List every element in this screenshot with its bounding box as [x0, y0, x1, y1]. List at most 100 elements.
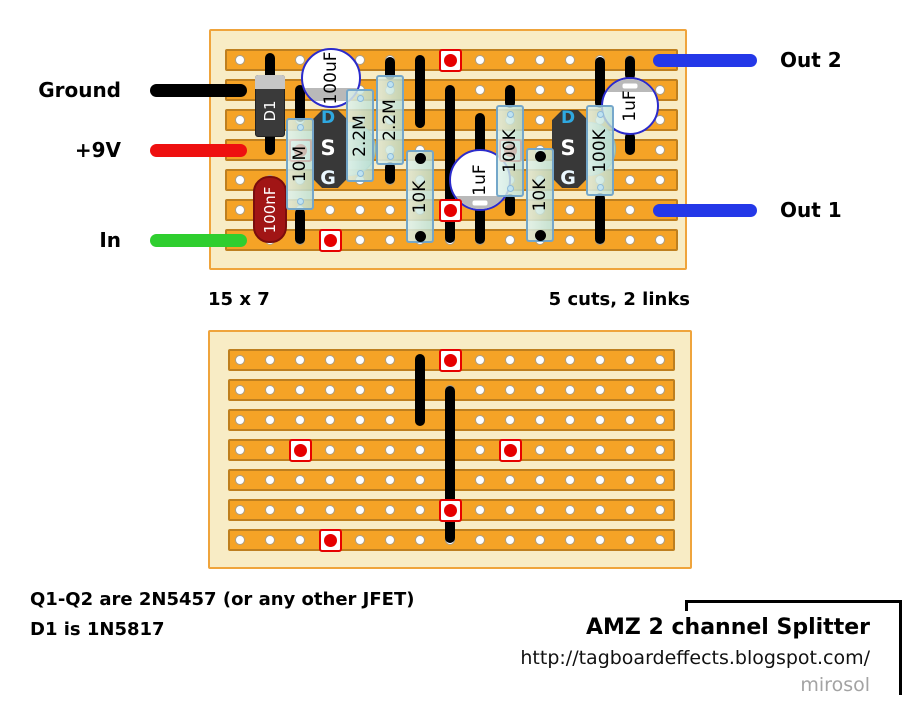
hole [535, 115, 545, 125]
hole [325, 385, 335, 395]
hole [235, 205, 245, 215]
resistor-lead-dot [356, 169, 364, 177]
component-lead-r-100k-a [505, 85, 515, 108]
hole [235, 445, 245, 455]
hole [295, 415, 305, 425]
hole [565, 415, 575, 425]
hole [475, 535, 485, 545]
resistor-label-r-10k-b: 10K [530, 178, 550, 212]
hole [565, 505, 575, 515]
hole [535, 415, 545, 425]
hole [325, 205, 335, 215]
polarity-band [451, 196, 509, 209]
component-lead-r-2m2-b [385, 57, 395, 80]
hole [475, 355, 485, 365]
component-lead-c-1uf-b [625, 132, 635, 155]
component-lead-c-1uf-b [625, 56, 635, 80]
hole [595, 385, 605, 395]
title-box-border-left-stub [685, 600, 688, 611]
author-credit: mirosol [800, 674, 870, 696]
hole [265, 475, 275, 485]
hole [235, 475, 245, 485]
resistor-body-r-10k-b [526, 148, 554, 242]
hole [295, 475, 305, 485]
component-lead-r-100k-a [505, 194, 515, 216]
resistor-body-r-10k-a [406, 150, 434, 243]
diode-label-d1: D1 [261, 100, 279, 122]
resistor-body-r-10m [286, 118, 314, 210]
wire-out1 [653, 203, 757, 217]
resistor-lead-dot [296, 123, 304, 131]
hole [385, 355, 395, 365]
hole [625, 175, 635, 185]
hole [385, 415, 395, 425]
resistor-lead-end [414, 230, 426, 242]
track-cut-dot [503, 443, 517, 457]
hole [265, 385, 275, 395]
wire-label-power: +9V [74, 138, 121, 162]
resistor-lead-end [534, 150, 546, 162]
hole [295, 385, 305, 395]
resistor-label-r-2m2-b: 2.2M [380, 99, 400, 141]
hole [595, 505, 605, 515]
hole [535, 355, 545, 365]
hole [325, 475, 335, 485]
hole [535, 385, 545, 395]
hole [655, 505, 665, 515]
hole [355, 505, 365, 515]
title-box-border-top [685, 600, 902, 603]
hole [655, 415, 665, 425]
resistor-lead-end [534, 229, 546, 241]
track-cut-dot [293, 443, 307, 457]
hole [505, 385, 515, 395]
hole [475, 505, 485, 515]
board-size-caption: 15 x 7 [208, 289, 270, 310]
resistor-lead-dot [296, 197, 304, 205]
hole [625, 415, 635, 425]
hole [535, 445, 545, 455]
hole [565, 355, 575, 365]
hole [505, 535, 515, 545]
hole [505, 235, 515, 245]
component-lead-r-100k-b [595, 57, 605, 108]
hole [565, 235, 575, 245]
hole [475, 85, 485, 95]
wire-label-out2: Out 2 [780, 48, 842, 72]
hole [355, 535, 365, 545]
link-wire [445, 85, 455, 243]
resistor-label-r-100k-b: 100K [590, 128, 610, 173]
hole [385, 385, 395, 395]
hole [415, 505, 425, 515]
hole [355, 385, 365, 395]
hole [475, 415, 485, 425]
transistor-body-q1 [312, 110, 348, 188]
hole [385, 205, 395, 215]
hole [235, 55, 245, 65]
pin-label-s-q1: S [320, 136, 336, 160]
hole [565, 445, 575, 455]
pin-label-d-q1: D [320, 108, 336, 128]
hole [655, 175, 665, 185]
hole [655, 235, 665, 245]
track-cut-dot [443, 503, 457, 517]
link-wire [445, 386, 455, 543]
hole [415, 445, 425, 455]
hole [475, 475, 485, 485]
hole [385, 475, 395, 485]
polarity-band [603, 79, 657, 92]
hole [565, 205, 575, 215]
hole [595, 355, 605, 365]
hole [505, 415, 515, 425]
resistor-body-r-100k-b [586, 105, 614, 196]
resistor-lead-dot [506, 110, 514, 118]
pin-label-d-q2: D [560, 108, 576, 128]
capacitor-label-c-1uf-b: 1uF [620, 90, 640, 122]
hole [595, 445, 605, 455]
hole [265, 505, 275, 515]
hole [565, 475, 575, 485]
resistor-label-r-100k-a: 100K [500, 129, 520, 173]
component-lead-c-1uf-a [475, 205, 485, 244]
pin-label-s-q2: S [560, 136, 576, 160]
wire-power [150, 143, 247, 157]
